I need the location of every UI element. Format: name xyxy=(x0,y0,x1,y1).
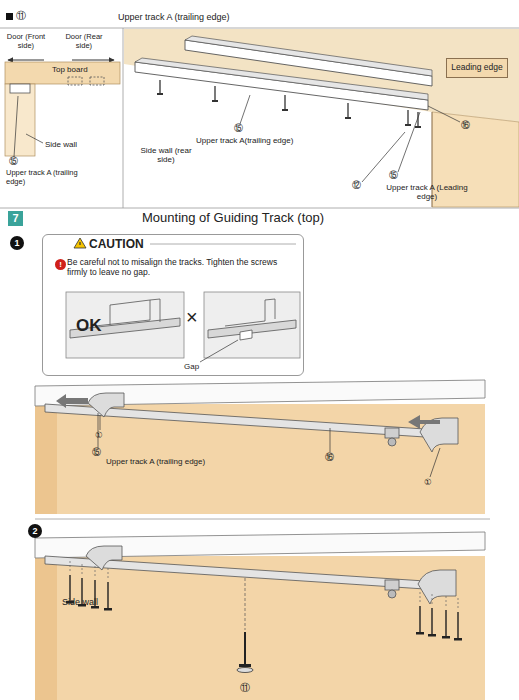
part-name: Side wall xyxy=(45,140,77,149)
node-text: ! xyxy=(59,260,62,269)
substep-number: 2 xyxy=(28,524,42,538)
caution-illustration xyxy=(66,238,300,362)
step-number: 7 xyxy=(8,211,23,226)
caution-panel: CAUTION Be careful not to misalign the tr… xyxy=(42,234,304,376)
status-mark: × xyxy=(186,306,198,329)
callout-number: ⑮ xyxy=(234,124,243,134)
section-inset xyxy=(5,60,120,157)
callout-number: ⑪ xyxy=(16,10,26,22)
part-name: Top board xyxy=(52,65,88,74)
part-name: Upper track A (trailing edge) xyxy=(6,169,96,186)
callout-number: ⑮ xyxy=(9,157,18,167)
part-name: Gap xyxy=(184,362,199,371)
direction-label: Door (Rear side) xyxy=(62,33,106,50)
part-name: Side wall xyxy=(62,597,98,607)
part-name: Upper track A (trailing edge) xyxy=(118,12,230,22)
rule xyxy=(123,28,124,208)
node-text: Leading edge xyxy=(451,63,503,73)
header-square xyxy=(6,13,13,20)
track-perspective xyxy=(124,29,519,207)
part-name: Side wall (rear side) xyxy=(136,146,196,164)
rule xyxy=(0,28,519,29)
callout-number: ⑪ xyxy=(240,682,250,694)
node-body: Be careful not to misalign the tracks. T… xyxy=(67,258,295,278)
node-text: 7 xyxy=(12,212,18,225)
status-mark: OK xyxy=(76,316,102,336)
part-name: Upper track A (trailing edge) xyxy=(106,457,205,466)
node-text: 1 xyxy=(14,238,19,248)
substep-number: 1 xyxy=(10,236,24,250)
node-text: CAUTION xyxy=(89,238,144,252)
callout-number: ⑯ xyxy=(325,453,334,463)
callout-number: ① xyxy=(95,431,103,441)
edge-tag: Leading edge xyxy=(446,58,508,78)
callout-number: ① xyxy=(424,478,432,488)
callout-number: ⑮ xyxy=(92,448,101,458)
warning-dot: ! xyxy=(55,259,66,270)
section-title: Mounting of Guiding Track (top) xyxy=(142,211,324,226)
screw-mounting xyxy=(35,532,485,700)
track-mounting xyxy=(35,380,485,514)
rule xyxy=(35,519,490,520)
direction-label: Door (Front side) xyxy=(4,33,48,50)
part-name: Upper track A(trailing edge) xyxy=(196,136,293,145)
callout-number: ⑮ xyxy=(389,171,398,181)
rule xyxy=(0,208,519,209)
callout-number: ⑯ xyxy=(461,121,470,131)
node-text: 2 xyxy=(32,526,37,536)
part-name: Upper track A (Leading edge) xyxy=(382,183,472,201)
callout-number: ⑫ xyxy=(352,181,361,191)
